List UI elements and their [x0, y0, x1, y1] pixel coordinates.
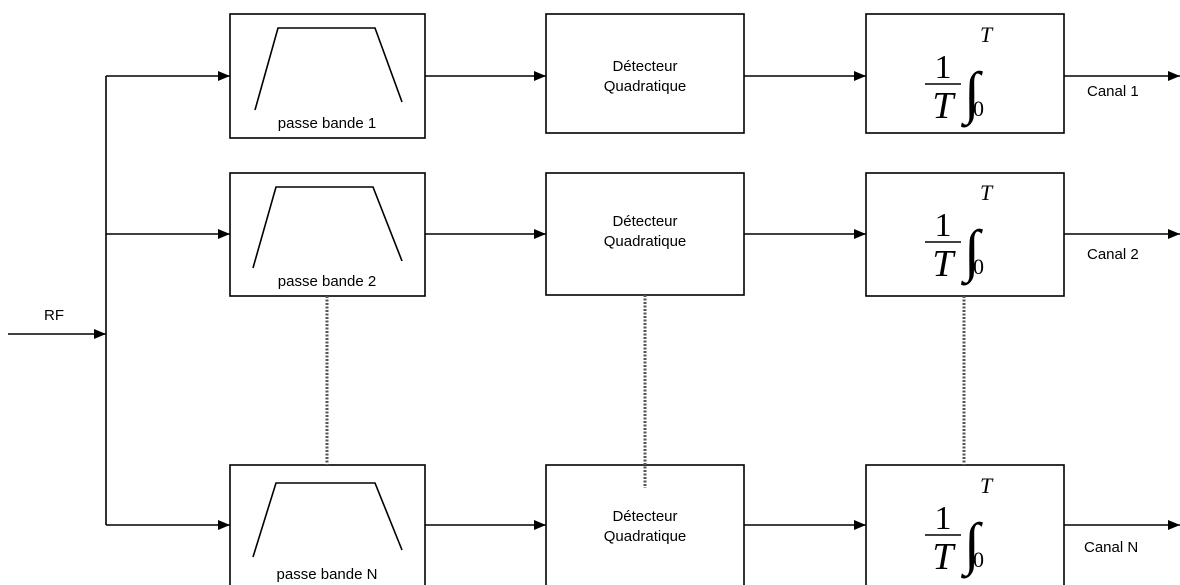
integral-sign-icon: ∫ [960, 60, 983, 128]
fraction-denominator: T [932, 85, 956, 127]
channel-n: passe bande N Détecteur Quadratique 1 T … [106, 464, 1180, 585]
integral-lower-limit: 0 [973, 547, 984, 572]
output-label: Canal 1 [1087, 83, 1139, 100]
detector-label-line1: Détecteur [612, 213, 677, 230]
integral-lower-limit: 0 [973, 96, 984, 121]
ellipsis-connectors [325, 295, 966, 488]
bandpass-shape-icon [252, 186, 403, 269]
integral-upper-limit: T [980, 22, 994, 47]
filter-label: passe bande N [277, 566, 378, 583]
integral-sign-icon: ∫ [960, 218, 983, 286]
output-label: Canal 2 [1087, 246, 1139, 263]
detector-label-line2: Quadratique [604, 78, 687, 95]
channel-2: passe bande 2 Détecteur Quadratique 1 T … [106, 172, 1180, 297]
integrator-box [865, 13, 1065, 134]
integral-sign-icon: ∫ [960, 511, 983, 579]
detector-label-line2: Quadratique [604, 528, 687, 545]
input-label: RF [44, 307, 64, 324]
fraction-denominator: T [932, 536, 956, 578]
detector-box [545, 464, 745, 585]
input-section: RF [8, 76, 107, 525]
channel-1: passe bande 1 Détecteur Quadratique 1 T … [106, 13, 1180, 139]
detector-box [545, 13, 745, 134]
fraction-denominator: T [932, 243, 956, 285]
integral-upper-limit: T [980, 473, 994, 498]
fraction-numerator: 1 [935, 207, 952, 244]
detector-label-line2: Quadratique [604, 233, 687, 250]
fraction-numerator: 1 [935, 500, 952, 537]
bandpass-shape-icon [252, 482, 403, 558]
integrator-box [865, 464, 1065, 585]
fraction-numerator: 1 [935, 49, 952, 86]
bandpass-shape-icon [254, 27, 403, 111]
filter-label: passe bande 1 [278, 115, 376, 132]
output-label: Canal N [1084, 539, 1138, 556]
detector-label-line1: Détecteur [612, 508, 677, 525]
detector-label-line1: Détecteur [612, 58, 677, 75]
integral-lower-limit: 0 [973, 254, 984, 279]
filter-label: passe bande 2 [278, 273, 376, 290]
integral-upper-limit: T [980, 180, 994, 205]
